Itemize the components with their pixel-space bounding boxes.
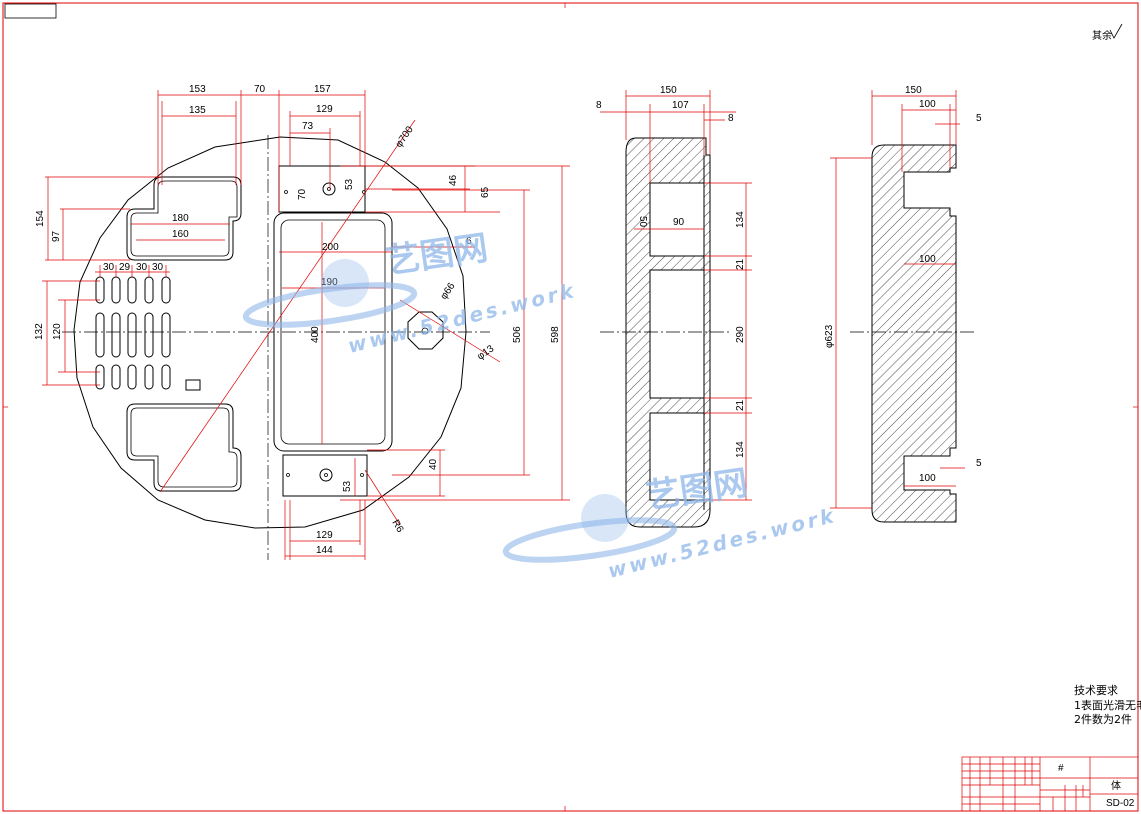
- watermark-2: 艺图网 www.52des.work: [502, 463, 839, 583]
- section-2-body: [871, 144, 957, 523]
- plan-dimension-lines: [42, 90, 570, 560]
- s1-dim-134: 134: [735, 211, 746, 228]
- dim-65: 65: [480, 186, 491, 198]
- dim-144: 144: [316, 545, 333, 556]
- dim-phi700: φ700: [393, 124, 416, 150]
- vent-slots: [95, 276, 201, 391]
- s1-dim-150: 150: [660, 85, 677, 96]
- dim-129: 129: [316, 104, 333, 115]
- dim-154: 154: [35, 210, 46, 227]
- s1-dim-21b: 21: [735, 399, 746, 411]
- dim-190: 190: [321, 277, 338, 288]
- dim-129-bottom: 129: [316, 530, 333, 541]
- tech-note-2: 2件数为2件: [1074, 713, 1132, 726]
- s1-dim-8: 8: [596, 100, 602, 111]
- s1-dim-290: 290: [735, 326, 746, 343]
- dim-53: 53: [344, 178, 355, 190]
- corner-box: [4, 3, 57, 19]
- tech-note-1: 1表面光滑无毛刺: [1074, 698, 1141, 712]
- dim-slot-30a: 30: [103, 262, 115, 273]
- s2-dim-5b: 5: [976, 458, 982, 469]
- title-drawing-no: SD-02: [1106, 798, 1135, 809]
- dim-70: 70: [254, 84, 266, 95]
- dim-97: 97: [51, 230, 62, 242]
- title-material: #: [1058, 763, 1064, 774]
- section-view-1: 150 107 8 8 50 90 134 21 290 21 134: [596, 85, 752, 528]
- dim-40: 40: [428, 458, 439, 470]
- dim-153: 153: [189, 84, 206, 95]
- s2-dim-100c: 100: [919, 473, 936, 484]
- dim-598: 598: [550, 326, 561, 343]
- dim-slot-29: 29: [119, 262, 131, 273]
- roughness-symbol-icon: [1109, 23, 1123, 39]
- dim-slot-30c: 30: [152, 262, 164, 273]
- dim-180: 180: [172, 213, 189, 224]
- roughness-note: 其余: [1092, 29, 1112, 42]
- upper-left-pocket: [126, 176, 242, 261]
- s1-dim-50: 50: [637, 216, 648, 228]
- s1-dim-90: 90: [673, 217, 685, 228]
- watermark-brand-1: 艺图网: [384, 228, 491, 282]
- dim-slot-30b: 30: [136, 262, 148, 273]
- s2-dim-phi623: φ623: [824, 324, 835, 348]
- s1-dim-134b: 134: [735, 441, 746, 458]
- dim-400: 400: [310, 326, 321, 343]
- octagon-hole: [407, 311, 444, 350]
- watermark-url-1: www.52des.work: [345, 278, 578, 358]
- dim-70-slot: 70: [297, 188, 308, 200]
- dim-160: 160: [172, 229, 189, 240]
- plan-view: 153 135 70 157 129 73 φ700 46 65 70 53 1…: [34, 84, 570, 560]
- dim-135: 135: [189, 105, 206, 116]
- dim-phi66: φ66: [438, 281, 457, 302]
- s1-dim-107: 107: [672, 100, 689, 111]
- title-part-name: 体: [1111, 780, 1121, 792]
- dim-53-bottom: 53: [342, 480, 353, 492]
- s2-dim-150: 150: [905, 85, 922, 96]
- dim-73: 73: [302, 121, 314, 132]
- title-block: # 体 SD-02: [961, 756, 1139, 812]
- lower-left-pocket: [126, 403, 242, 492]
- dim-phi13: φ13: [475, 343, 496, 362]
- dim-132: 132: [34, 323, 45, 340]
- s2-dim-5: 5: [976, 113, 982, 124]
- watermark-brand-2: 艺图网: [644, 463, 751, 517]
- s1-dim-8b: 8: [728, 113, 734, 124]
- dim-120: 120: [52, 323, 63, 340]
- outer-outline: [73, 136, 467, 529]
- s1-dim-21: 21: [735, 258, 746, 270]
- dim-157: 157: [314, 84, 331, 95]
- dim-46: 46: [448, 174, 459, 186]
- section-1-body: [625, 137, 711, 528]
- s2-dim-100: 100: [919, 99, 936, 110]
- tech-notes-title: 技术要求: [1074, 684, 1118, 697]
- s2-dim-100b: 100: [919, 254, 936, 265]
- bottom-slot: [282, 454, 368, 497]
- watermark-1: 艺图网 www.52des.work: [242, 228, 579, 358]
- dim-6: 6: [466, 236, 472, 247]
- dim-r6: R6: [389, 518, 405, 535]
- technical-requirements: 技术要求 1表面光滑无毛刺 2件数为2件: [1074, 684, 1141, 726]
- dim-506: 506: [512, 326, 523, 343]
- section-view-2: 150 100 5 100 φ623 5 100: [824, 85, 982, 523]
- dim-200: 200: [322, 242, 339, 253]
